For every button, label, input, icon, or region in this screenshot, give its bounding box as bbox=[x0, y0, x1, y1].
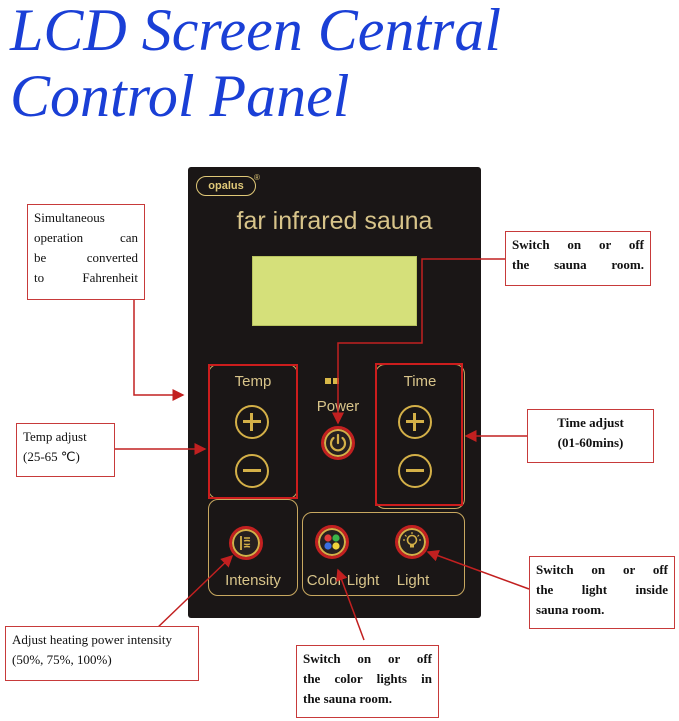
callout-color-light: Switch on or off the color lights in the… bbox=[296, 645, 439, 718]
callout-color-light-line-1: Switch on or off bbox=[303, 651, 432, 666]
callout-intensity-line-2: (50%, 75%, 100%) bbox=[12, 652, 112, 667]
intensity-button[interactable] bbox=[229, 526, 263, 560]
registered-mark: ® bbox=[254, 173, 260, 182]
callout-temp-adjust: Temp adjust (25-65 ℃) bbox=[16, 423, 115, 477]
callout-power: Switch on or off the sauna room. bbox=[505, 231, 651, 286]
callout-time-adjust-line-1: Time adjust bbox=[557, 415, 624, 430]
callout-fahrenheit-line-1: Simultaneous bbox=[34, 210, 105, 225]
callout-time-adjust: Time adjust (01-60mins) bbox=[527, 409, 654, 463]
light-label: Light bbox=[396, 572, 430, 589]
callout-power-line-1: Switch on or off bbox=[512, 237, 644, 252]
callout-intensity-line-1: Adjust heating power intensity bbox=[12, 632, 172, 647]
light-group bbox=[302, 512, 465, 596]
temp-minus-icon[interactable] bbox=[235, 454, 269, 488]
time-minus-icon[interactable] bbox=[398, 454, 432, 488]
callout-fahrenheit-line-2: operation can bbox=[34, 230, 138, 245]
time-label: Time bbox=[403, 373, 437, 390]
temp-highlight-box bbox=[208, 364, 298, 499]
callout-fahrenheit-line-4: to Fahrenheit bbox=[34, 270, 138, 285]
intensity-group bbox=[208, 499, 298, 596]
callout-power-line-2: the sauna room. bbox=[512, 257, 644, 272]
bulb-icon bbox=[403, 532, 421, 548]
power-led-right bbox=[333, 378, 339, 384]
heat-waves-icon bbox=[240, 536, 251, 550]
power-led-left bbox=[325, 378, 331, 384]
temp-plus-icon[interactable] bbox=[235, 405, 269, 439]
callout-color-light-line-2: the color lights in bbox=[303, 671, 432, 686]
intensity-label: Intensity bbox=[225, 572, 281, 589]
callout-light-line-1: Switch on or off bbox=[536, 562, 668, 577]
temp-label: Temp bbox=[234, 373, 272, 390]
callout-temp-adjust-line-2: (25-65 ℃) bbox=[23, 449, 80, 464]
callout-light-line-2: the light inside bbox=[536, 582, 668, 597]
brand-name: far infrared sauna bbox=[236, 207, 433, 235]
time-plus-icon[interactable] bbox=[398, 405, 432, 439]
color-light-button[interactable] bbox=[315, 525, 349, 559]
color-dots-icon bbox=[324, 534, 340, 550]
time-highlight-box bbox=[375, 363, 463, 506]
callout-color-light-line-3: the sauna room. bbox=[303, 691, 392, 706]
callout-light: Switch on or off the light inside sauna … bbox=[529, 556, 675, 629]
callout-time-adjust-line-2: (01-60mins) bbox=[557, 435, 624, 450]
power-button[interactable] bbox=[321, 426, 355, 460]
power-icon bbox=[329, 433, 347, 452]
light-button[interactable] bbox=[395, 525, 429, 559]
title-line-1: LCD Screen Central bbox=[10, 0, 502, 63]
lcd-screen bbox=[252, 256, 417, 326]
callout-fahrenheit: Simultaneous operation can be converted … bbox=[27, 204, 145, 300]
callout-temp-adjust-line-1: Temp adjust bbox=[23, 429, 87, 444]
brand-logo: opalus bbox=[196, 176, 256, 196]
callout-intensity: Adjust heating power intensity (50%, 75%… bbox=[5, 626, 199, 681]
callout-light-line-3: sauna room. bbox=[536, 602, 605, 617]
title-line-2: Control Panel bbox=[10, 63, 350, 129]
control-panel: opalus ® far infrared sauna Temp Time Po… bbox=[188, 167, 481, 618]
callout-fahrenheit-line-3: be converted bbox=[34, 250, 138, 265]
